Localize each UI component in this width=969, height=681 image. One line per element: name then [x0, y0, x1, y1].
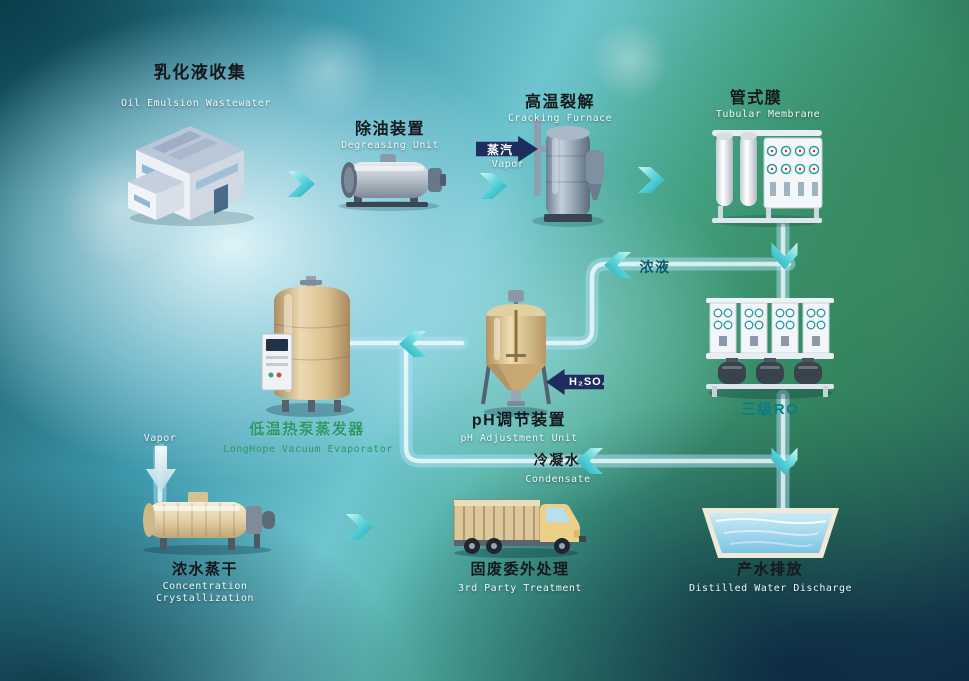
crystallizer-label-en2: Crystallization — [156, 593, 254, 604]
evaporator-label-zh: 低温热泵蒸发器 — [249, 421, 365, 438]
condensate-label-en: Condensate — [525, 474, 591, 485]
degreasing-label-en: Degreasing Unit — [341, 140, 439, 151]
ph-label-zh: pH调节装置 — [471, 412, 567, 429]
factory-label-zh: 乳化液收集 — [153, 63, 247, 82]
concentrate-label: 浓液 — [639, 259, 671, 275]
truck-illustration — [453, 499, 586, 558]
discharge-label-en: Distilled Water Discharge — [688, 583, 852, 594]
h2so4-arrow-label: H₂SO₄ — [569, 376, 608, 388]
membrane-label-zh: 管式膜 — [729, 90, 783, 107]
ro-unit-illustration — [706, 298, 834, 399]
degreasing-label-zh: 除油装置 — [354, 121, 425, 138]
ph-unit-illustration — [481, 290, 551, 417]
membrane-label-en: Tubular Membrane — [715, 109, 821, 120]
crystallizer-illustration — [143, 492, 275, 555]
factory-label-en: Oil Emulsion Wastewater — [121, 98, 271, 109]
crystallizer-label-zh: 浓水蒸干 — [171, 561, 238, 578]
discharge-basin-illustration — [702, 508, 839, 558]
evaporator-label-en: LongHope Vacuum Evaporator — [223, 444, 393, 455]
ro-label: 三级RO — [740, 401, 800, 418]
solid-waste-label-en: 3rd Party Treatment — [458, 583, 582, 594]
discharge-label-zh: 产水排放 — [736, 561, 803, 578]
cracking-label-en: Cracking Furnace — [507, 113, 613, 124]
cracking-label-zh: 高温裂解 — [524, 94, 595, 111]
evaporator-illustration — [261, 276, 354, 417]
tubular-membrane-illustration — [712, 130, 823, 227]
degreasing-unit-illustration — [339, 154, 446, 211]
vapor-label: Vapor — [143, 433, 177, 444]
steam-vapor-label: Vapor — [491, 159, 525, 170]
cracking-furnace-illustration — [532, 118, 604, 227]
solid-waste-label-zh: 固废委外处理 — [470, 561, 570, 578]
crystallizer-label-en1: Concentration — [162, 581, 248, 592]
ph-label-en: pH Adjustment Unit — [460, 433, 578, 444]
condensate-label-zh: 冷凝水 — [533, 452, 581, 468]
steam-arrow-label: 蒸汽 — [487, 142, 514, 157]
factory-illustration — [128, 126, 254, 226]
